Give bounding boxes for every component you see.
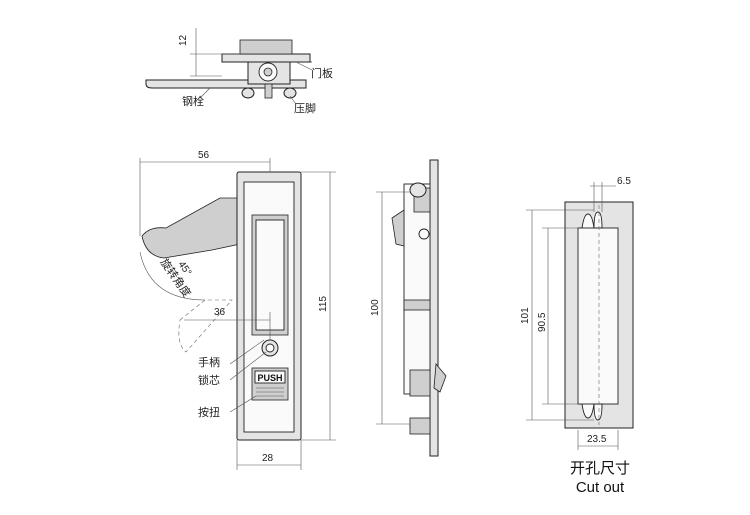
clamp-shaft — [264, 83, 273, 99]
cutout-hole-main — [577, 227, 619, 405]
side-clamp-top — [409, 182, 427, 198]
label-door-panel: 门板 — [311, 66, 333, 80]
lock-core-keyhole — [265, 343, 275, 353]
side-clamp-base — [409, 417, 431, 435]
side-bolt — [403, 299, 431, 311]
side-pivot — [418, 228, 430, 240]
lock-body-top — [239, 39, 293, 55]
label-lock-core: 锁芯 — [198, 373, 220, 387]
dim-56-text: 56 — [198, 150, 210, 161]
cutout-notch-bottom — [593, 403, 603, 421]
clamp-right — [283, 87, 297, 99]
side-push-lever — [433, 362, 447, 393]
dim-12-text: 12 — [178, 34, 189, 46]
side-view: 100 — [370, 159, 447, 457]
label-button: 按扭 — [198, 405, 220, 419]
lock-cylinder-core — [263, 67, 273, 77]
cutout-caption-cn: 开孔尺寸 — [569, 459, 630, 477]
top-view: 12 门板 钢栓 压脚 — [145, 28, 333, 115]
dim-28-text: 28 — [262, 453, 274, 464]
label-rotation-angle: 旋转角度 — [158, 256, 195, 300]
dim-23-5-text: 23.5 — [587, 434, 607, 445]
push-text: PUSH — [257, 373, 282, 383]
leader-clamp — [289, 95, 297, 105]
label-bolt: 钢栓 — [182, 94, 204, 108]
leader-handle — [229, 339, 265, 365]
side-latch — [391, 209, 405, 247]
dim-90-5-text: 90.5 — [537, 312, 548, 332]
cutout-caption: 开孔尺寸 Cut out — [555, 458, 645, 498]
side-front-plate — [429, 159, 439, 457]
leader-door-panel — [295, 61, 313, 71]
label-handle: 手柄 — [198, 355, 220, 369]
side-lock-body — [409, 369, 431, 397]
push-button-label-area — [254, 370, 286, 384]
handle-rotated — [141, 197, 241, 259]
door-panel-plate — [221, 53, 311, 63]
dim-115-text: 115 — [318, 296, 329, 312]
handle-rotated-outline — [178, 299, 233, 353]
leader-button — [229, 395, 257, 413]
cutout-view: 6.5 101 90.5 23.5 — [520, 176, 634, 450]
dim-6-5-text: 6.5 — [617, 176, 631, 187]
side-body — [403, 183, 431, 395]
angle-arc — [139, 251, 206, 301]
label-clamp: 压脚 — [294, 101, 316, 115]
clamp-left — [241, 87, 255, 99]
handle-grip-inner — [255, 219, 285, 331]
dim-100-text: 100 — [370, 299, 381, 316]
cutout-notch-top — [593, 211, 603, 229]
dim-36-text: 36 — [214, 307, 226, 318]
leader-lock-core — [229, 351, 267, 381]
front-view: 45° 旋转角度 PUSH 56 36 115 28 — [139, 150, 336, 470]
leader-bolt — [199, 87, 211, 99]
dim-101-text: 101 — [520, 307, 531, 324]
cutout-caption-en: Cut out — [575, 479, 625, 496]
